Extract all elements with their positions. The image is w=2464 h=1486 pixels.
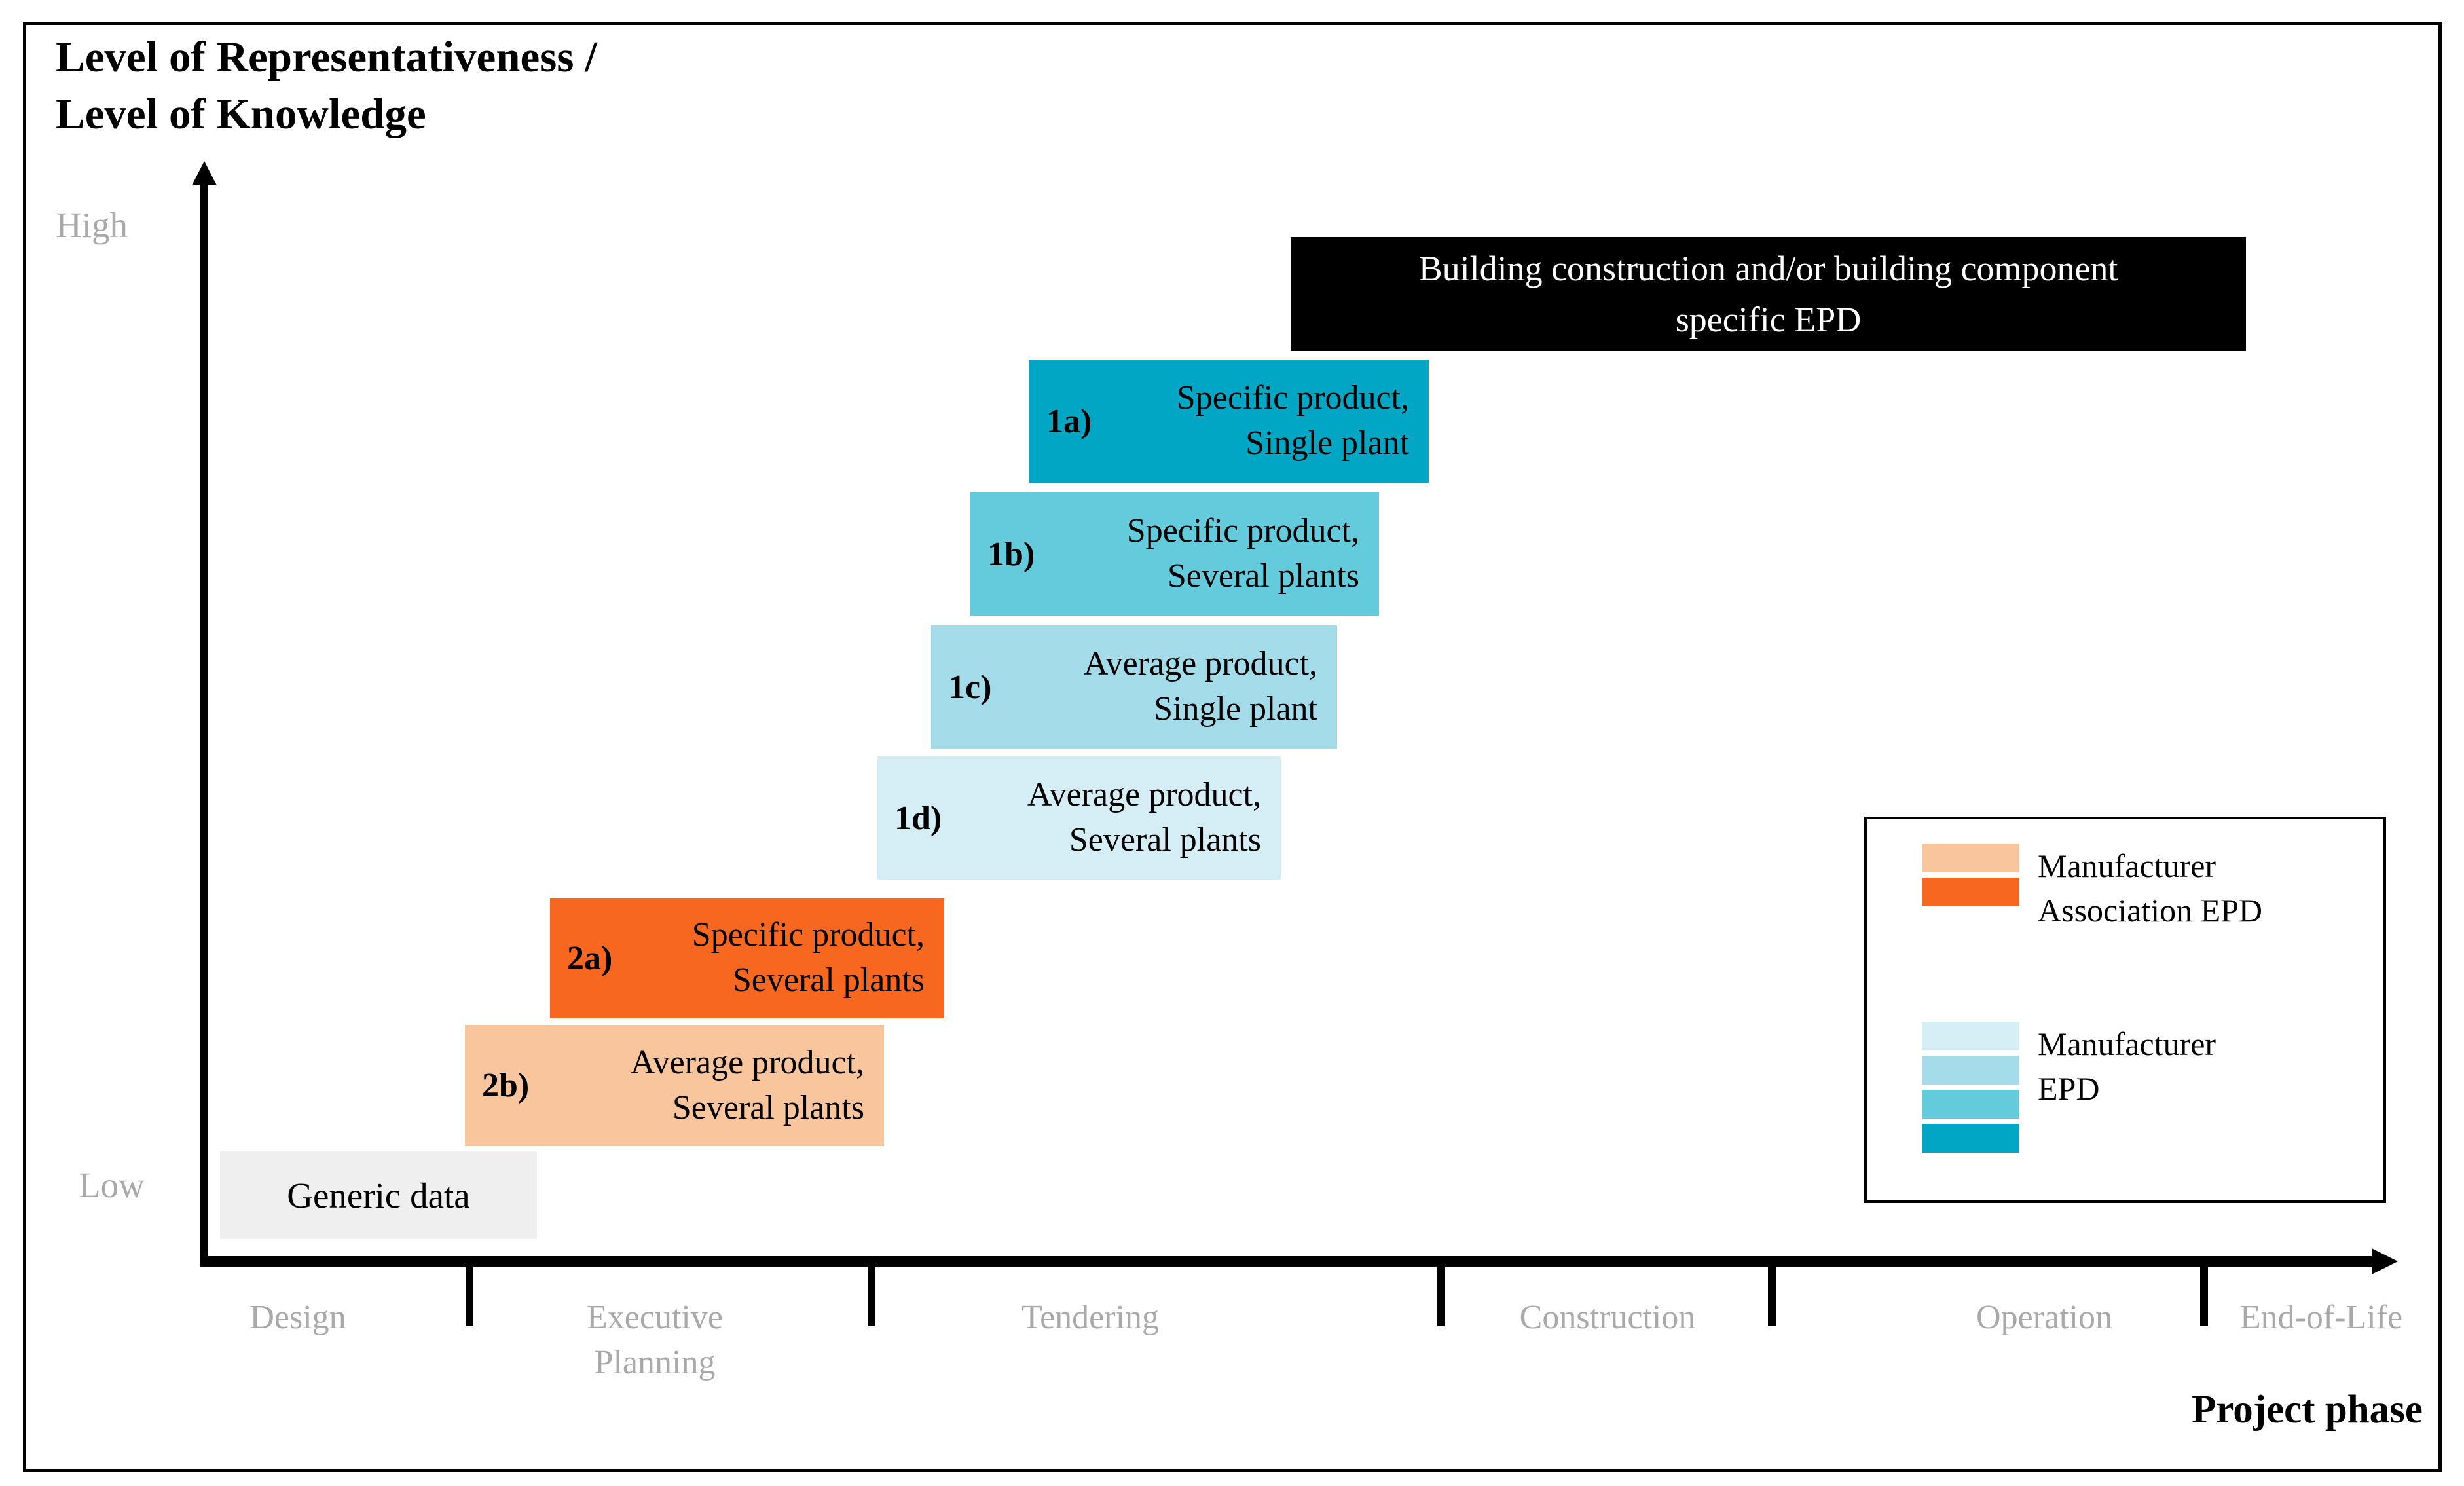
box-generic-data-text: Generic data [287, 1175, 470, 1216]
box-1b: 1b) Specific product, Several plants [970, 492, 1379, 616]
box-1c-number: 1c) [948, 668, 992, 706]
y-axis-low-label: Low [79, 1165, 145, 1205]
box-2a-number: 2a) [567, 939, 613, 977]
legend-swatch-teal-dark [1922, 1124, 2019, 1153]
legend-swatch-teal-light [1922, 1056, 2019, 1085]
legend-swatch-teal-pale [1922, 1022, 2019, 1050]
box-1d-text: Average product, Several plants [1027, 776, 1261, 859]
x-axis-tick [2200, 1264, 2208, 1326]
box-1a-text: Specific product, Single plant [1176, 379, 1409, 462]
box-1d-number: 1d) [894, 799, 942, 837]
legend-label-manufacturer-epd: Manufacturer EPD [2038, 1026, 2216, 1107]
legend-swatch-light-orange [1922, 844, 2019, 872]
legend-group-manufacturer-epd: Manufacturer EPD [1922, 1022, 2216, 1153]
box-1a-number: 1a) [1046, 402, 1092, 440]
y-axis-line [200, 182, 208, 1267]
box-2b-number: 2b) [482, 1067, 530, 1104]
x-axis-tick [1768, 1264, 1776, 1326]
legend-swatches-blue [1922, 1022, 2019, 1153]
x-axis-label-tendering: Tendering [1021, 1299, 1160, 1336]
x-axis-tick [466, 1264, 473, 1326]
box-1a: 1a) Specific product, Single plant [1029, 360, 1429, 483]
x-axis-tick [868, 1264, 875, 1326]
box-2b: 2b) Average product, Several plants [465, 1025, 884, 1146]
x-axis-tick [1437, 1264, 1445, 1326]
box-generic-data: Generic data [220, 1151, 537, 1239]
y-axis-high-label: High [56, 205, 128, 245]
y-axis-title: Level of Representativeness / Level of K… [56, 29, 597, 143]
x-axis-label-construction: Construction [1519, 1299, 1696, 1336]
y-axis-title-line2: Level of Knowledge [56, 90, 426, 139]
box-1c-text: Average product, Single plant [1083, 645, 1317, 728]
legend-swatches-orange [1922, 844, 2019, 933]
x-axis-label-design: Design [249, 1299, 346, 1336]
box-2a: 2a) Specific product, Several plants [550, 898, 944, 1018]
legend-group-manufacturer-association-epd: Manufacturer Association EPD [1922, 844, 2262, 933]
legend: Manufacturer Association EPD Manufacture… [1864, 817, 2386, 1203]
x-axis-label-operation: Operation [1976, 1299, 2112, 1336]
box-1b-number: 1b) [987, 535, 1035, 573]
box-1b-text: Specific product, Several plants [1126, 512, 1359, 595]
box-1d: 1d) Average product, Several plants [877, 756, 1281, 880]
box-building-specific-epd: Building construction and/or building co… [1291, 237, 2246, 351]
legend-swatch-teal-mid [1922, 1090, 2019, 1119]
box-2a-text: Specific product, Several plants [691, 916, 925, 999]
x-axis-title: Project phase [2192, 1388, 2423, 1432]
x-axis-line [200, 1256, 2374, 1267]
x-axis-label-executive-planning: Executive Planning [587, 1299, 723, 1381]
x-axis-arrowhead-icon [2372, 1248, 2398, 1274]
box-building-specific-epd-text: Building construction and/or building co… [1418, 248, 2118, 339]
legend-label-manufacturer-association-epd: Manufacturer Association EPD [2038, 847, 2263, 929]
y-axis-title-line1: Level of Representativeness / [56, 33, 597, 81]
y-axis-arrowhead-icon [192, 161, 217, 185]
box-2b-text: Average product, Several plants [630, 1043, 864, 1126]
box-1c: 1c) Average product, Single plant [931, 625, 1337, 749]
x-axis-label-end-of-life: End-of-Life [2239, 1299, 2403, 1336]
legend-swatch-orange [1922, 878, 2019, 906]
